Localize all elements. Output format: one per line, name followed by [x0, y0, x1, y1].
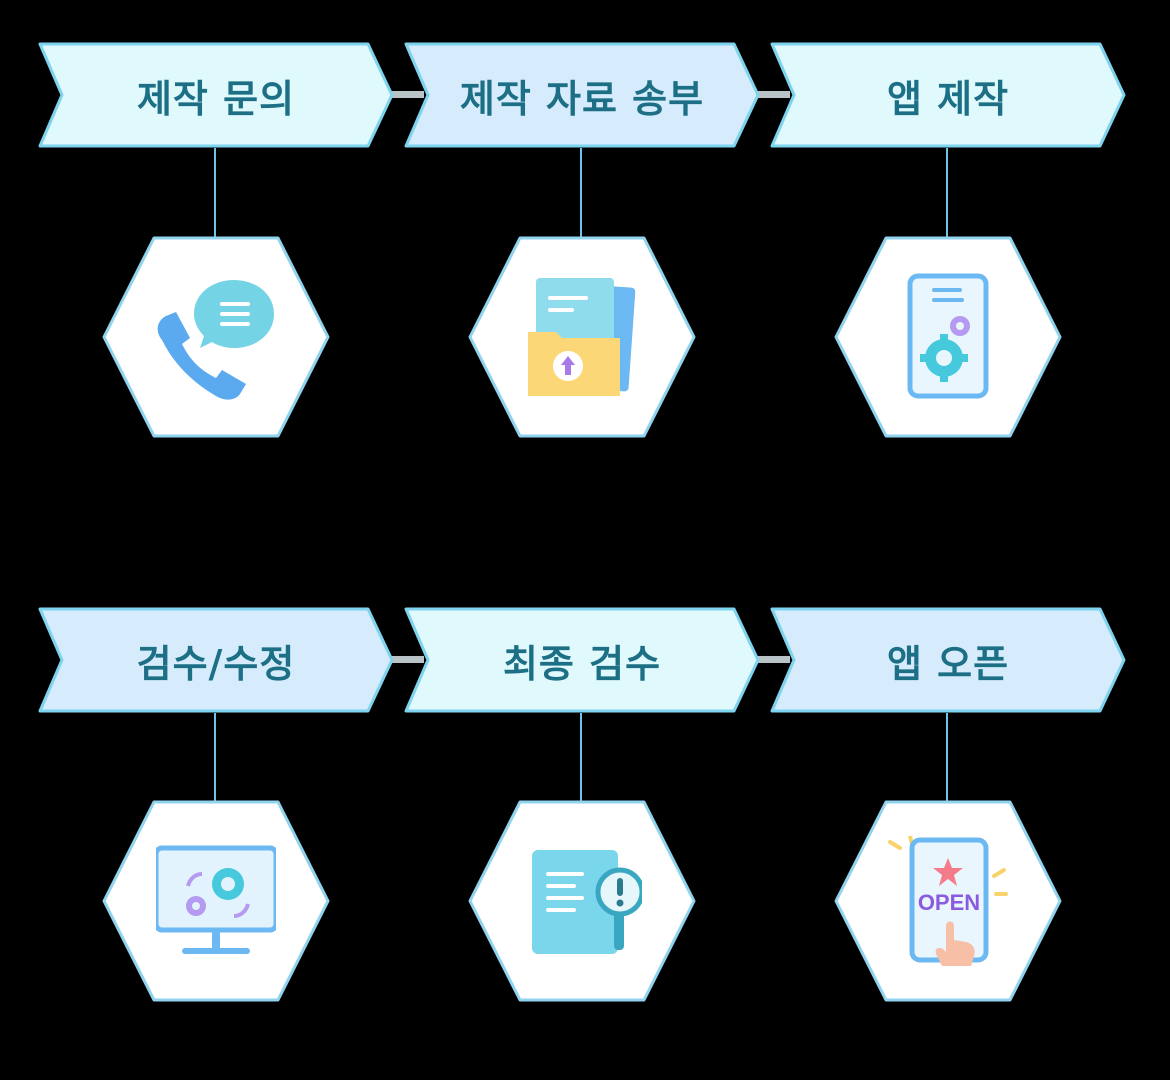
step-6-label: 앱 오픈 [886, 641, 1010, 686]
stem-4 [214, 713, 216, 803]
app-open-icon: OPEN [888, 834, 1008, 976]
step-3-chevron: 앱 제작 [770, 42, 1126, 148]
step-4-label: 검수/수정 [136, 641, 296, 686]
step-2-label: 제작 자료 송부 [459, 76, 705, 121]
connector-1-2 [388, 91, 424, 98]
step-4-hexagon [102, 800, 330, 1002]
stem-5 [580, 713, 582, 803]
step-1-hexagon [102, 236, 330, 438]
step-4-chevron: 검수/수정 [38, 607, 394, 713]
step-6-hexagon: OPEN [834, 800, 1062, 1002]
step-5-hexagon [468, 800, 696, 1002]
stem-3 [946, 148, 948, 238]
monitor-gears-icon [153, 836, 279, 966]
document-inspect-icon [522, 836, 645, 966]
step-5-label: 최종 검수 [502, 641, 662, 686]
step-6-chevron: 앱 오픈 [770, 607, 1126, 713]
step-1-label: 제작 문의 [136, 76, 296, 121]
connector-4-5 [388, 656, 424, 663]
stem-2 [580, 148, 582, 238]
phone-settings-icon [888, 272, 1008, 402]
step-1-chevron: 제작 문의 [38, 42, 394, 148]
folder-upload-icon [522, 272, 642, 402]
step-2-chevron: 제작 자료 송부 [404, 42, 760, 148]
phone-chat-icon [156, 272, 276, 402]
stem-6 [946, 713, 948, 803]
open-badge-text: OPEN [918, 890, 980, 915]
connector-2-3 [754, 91, 790, 98]
step-3-label: 앱 제작 [886, 76, 1010, 121]
step-5-chevron: 최종 검수 [404, 607, 760, 713]
connector-5-6 [754, 656, 790, 663]
step-3-hexagon [834, 236, 1062, 438]
stem-1 [214, 148, 216, 238]
step-2-hexagon [468, 236, 696, 438]
